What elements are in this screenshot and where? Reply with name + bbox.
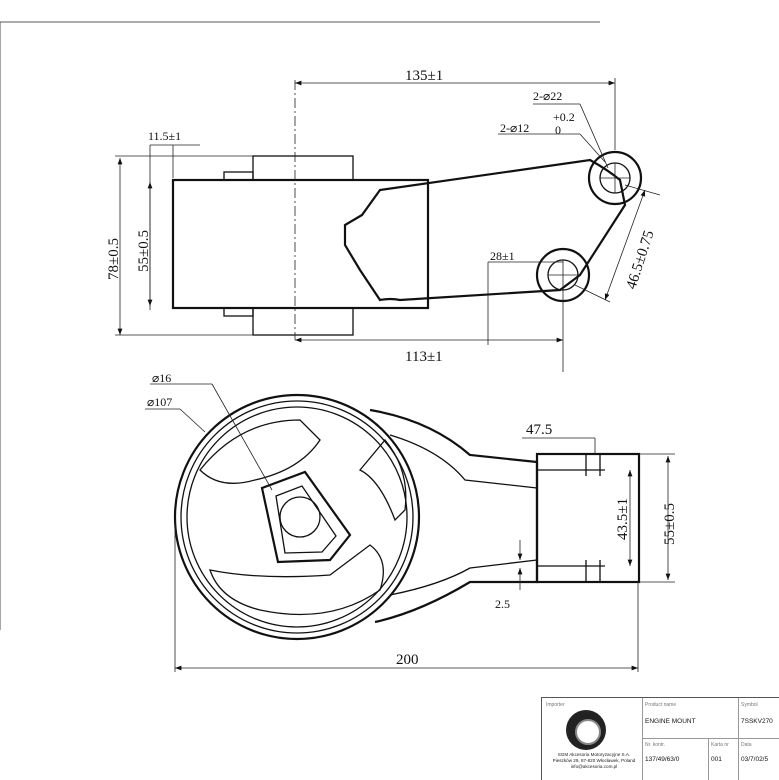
company-street: Pieszków 29, 87-820 Włocławek, Poland bbox=[552, 758, 636, 763]
dim-11-5: 11.5±1 bbox=[148, 129, 181, 143]
product-name-label: Product name bbox=[645, 702, 677, 708]
date-label: Data bbox=[741, 742, 752, 748]
dim-200: 200 bbox=[396, 652, 419, 668]
dim-2x12: 2-⌀12 bbox=[500, 121, 529, 135]
product-name: ENGINE MOUNT bbox=[645, 718, 696, 725]
dim-2-5: 2.5 bbox=[495, 597, 510, 611]
front-view-dimensions: ⌀16 ⌀107 47.5 43.5±1 55±0.5 2.5 200 bbox=[145, 371, 678, 672]
dim-28: 28±1 bbox=[490, 249, 515, 263]
dim-43-5: 43.5±1 bbox=[615, 498, 631, 540]
front-view bbox=[173, 393, 641, 641]
frame-lines bbox=[0, 21, 600, 630]
company-name: SGM Akcesoria Motoryzacyjne S.A. bbox=[557, 752, 631, 757]
dim-135: 135±1 bbox=[405, 68, 443, 84]
company-email: info@akcesoria.com.pl bbox=[570, 764, 618, 769]
company-logo bbox=[566, 710, 606, 750]
date-value: 03/7/02/5 bbox=[741, 756, 769, 763]
dim-16: ⌀16 bbox=[152, 371, 171, 385]
dim-2x22: 2-⌀22 bbox=[533, 89, 562, 103]
symbol-label: Symbol bbox=[741, 702, 758, 708]
dim-78: 78±0.5 bbox=[106, 238, 122, 280]
ref-value: 137/49/63/0 bbox=[645, 756, 680, 763]
importer-label: Importer bbox=[546, 702, 565, 708]
dim-47-5: 47.5 bbox=[526, 422, 552, 438]
dim-107: ⌀107 bbox=[147, 395, 172, 409]
symbol-value: 7SSKV270 bbox=[741, 718, 773, 725]
ref-label: Nr. kontr. bbox=[645, 742, 666, 748]
dim-55-side: 55±0.5 bbox=[136, 230, 152, 272]
dim-plus02: +0.2 bbox=[553, 110, 575, 124]
dim-zero: 0 bbox=[555, 123, 561, 137]
dim-113: 113±1 bbox=[405, 349, 443, 365]
company-address: SGM Akcesoria Motoryzacyjne S.A. Pieszkó… bbox=[544, 752, 644, 770]
dim-55-front: 55±0.5 bbox=[662, 503, 678, 545]
dim-46-5: 46.5±0.75 bbox=[624, 229, 658, 292]
top-view-dimensions: 135±1 2-⌀22 +0.2 2-⌀12 0 11.5±1 78±0.5 5… bbox=[106, 68, 661, 372]
rev-value: 001 bbox=[711, 756, 722, 763]
rev-label: Karta nr bbox=[711, 742, 729, 748]
title-block: Importer SGM Akcesoria Motoryzacyjne S.A… bbox=[541, 697, 779, 780]
